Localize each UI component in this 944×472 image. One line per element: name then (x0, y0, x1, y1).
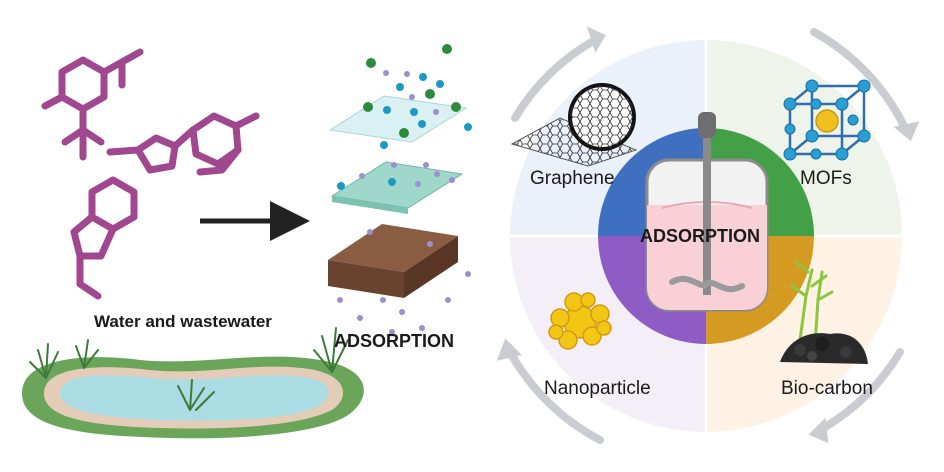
wastewater-caption: Water and wastewater (94, 312, 272, 331)
category-label-nanoparticle: Nanoparticle (544, 378, 651, 399)
bio-carbon-icon (780, 260, 868, 364)
nanoparticle-icon (548, 292, 612, 350)
category-label-mofs: MOFs (800, 168, 852, 189)
adsorption-layers-icon (328, 95, 468, 298)
pond-icon (21, 327, 364, 439)
adsorption-process-label: ADSORPTION (334, 331, 455, 351)
pollutant-molecules-icon (41, 48, 260, 300)
adsorption-vessel-icon (645, 112, 769, 312)
category-label-graphene: Graphene (530, 168, 615, 189)
category-label-bio-carbon: Bio-carbon (781, 378, 873, 399)
adsorbate-particles (337, 44, 472, 335)
mof-icon (783, 79, 871, 161)
graphene-icon (510, 83, 638, 167)
cycle-center-label: ADSORPTION (640, 226, 761, 246)
cycle-arrows-icon (496, 26, 920, 444)
